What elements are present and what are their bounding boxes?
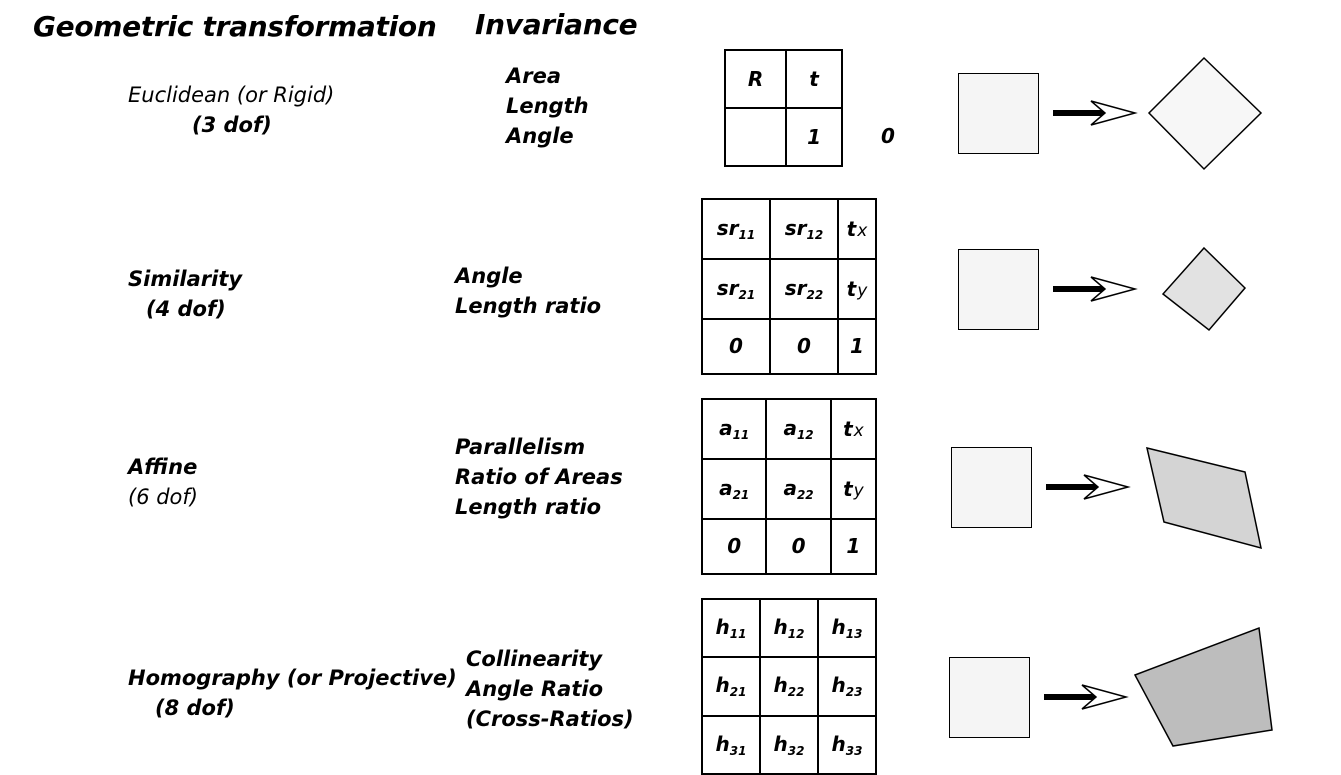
matrix-cell-rotation: R xyxy=(723,49,788,109)
matrix-cell-a12: a12 xyxy=(765,398,832,460)
invariant-cross-ratios: (Cross-Ratios) xyxy=(466,707,634,731)
matrix-cell-a22: a22 xyxy=(765,457,832,520)
result-shape-euclidean xyxy=(1147,56,1263,171)
rotated-square xyxy=(1147,56,1263,171)
source-square-similarity xyxy=(958,249,1039,330)
result-shape-similarity xyxy=(1161,246,1247,332)
source-square-affine xyxy=(951,447,1032,528)
row-similarity-name-block: Similarity (4 dof) xyxy=(128,264,242,324)
matrix-similarity: sr11 sr12 tx sr21 sr22 ty 0 0 1 xyxy=(701,198,878,375)
projective-quadrilateral xyxy=(1133,626,1273,747)
invariant-area: Area xyxy=(506,64,562,88)
matrix-cell-h23: h23 xyxy=(817,656,877,717)
row-homography-invariants: Collinearity Angle Ratio (Cross-Ratios) xyxy=(466,644,634,734)
matrix-cell-h21: h21 xyxy=(701,656,761,717)
invariant-angle-ratio: Angle Ratio xyxy=(466,677,603,701)
row-affine-dof: (6 dof) xyxy=(128,485,198,509)
arrow-right-icon xyxy=(1053,276,1138,302)
matrix-cell-translation: t xyxy=(785,49,843,109)
matrix-cell-ty: ty xyxy=(836,257,878,320)
source-square-homography xyxy=(949,657,1030,738)
matrix-cell-one: 1 xyxy=(785,107,843,167)
arrow-right-icon xyxy=(1053,100,1138,126)
matrix-affine: a11 a12 tx a21 a22 ty 0 0 1 xyxy=(700,398,878,575)
invariant-parallelism: Parallelism xyxy=(455,435,586,459)
matrix-cell-sr12: sr12 xyxy=(768,198,839,260)
row-homography-name-block: Homography (or Projective) (8 dof) xyxy=(128,663,457,723)
matrix-cell-1: 1 xyxy=(836,317,878,375)
matrix-cell-tx: tx xyxy=(836,198,878,260)
matrix-cell-ty: ty xyxy=(829,457,878,520)
matrix-euclidean: R t 1 xyxy=(723,49,843,167)
result-shape-affine xyxy=(1145,446,1262,550)
row-affine-name-block: Affine (6 dof) xyxy=(128,452,198,512)
row-homography-name: Homography (or Projective) xyxy=(128,666,457,690)
invariant-length: Length xyxy=(506,94,589,118)
row-euclidean-name-block: Euclidean (or Rigid) (3 dof) xyxy=(128,80,334,140)
matrix-cell-empty xyxy=(723,107,788,167)
row-similarity-dof: (4 dof) xyxy=(146,297,226,321)
header-geometric-transformation: Geometric transformation xyxy=(33,10,437,43)
matrix-cell-a11: a11 xyxy=(700,398,768,460)
row-homography-dof: (8 dof) xyxy=(155,696,235,720)
arrow-right-icon xyxy=(1044,684,1129,710)
invariant-angle: Angle xyxy=(506,124,574,148)
matrix-cell-0: 0 xyxy=(700,517,768,575)
row-similarity-name: Similarity xyxy=(128,267,243,291)
matrix-cell-1: 1 xyxy=(829,517,878,575)
parallelogram xyxy=(1145,446,1262,550)
matrix-cell-sr21: sr21 xyxy=(701,257,771,320)
matrix-cell-sr22: sr22 xyxy=(768,257,839,320)
matrix-cell-h22: h22 xyxy=(759,656,819,717)
invariant-length-ratio: Length ratio xyxy=(455,495,602,519)
row-euclidean-name: Euclidean (or Rigid) xyxy=(128,83,335,107)
row-euclidean-invariants: Area Length Angle xyxy=(506,61,589,151)
row-affine-name: Affine xyxy=(128,455,198,479)
scaled-rotated-square xyxy=(1161,246,1247,332)
invariant-ratio-of-areas: Ratio of Areas xyxy=(455,465,623,489)
invariant-length-ratio: Length ratio xyxy=(455,294,602,318)
matrix-cell-h12: h12 xyxy=(759,597,819,659)
matrix-cell-0: 0 xyxy=(765,517,832,575)
matrix-cell-tx: tx xyxy=(829,398,878,460)
matrix-cell-0: 0 xyxy=(768,317,839,375)
euclidean-zero-label: 0 xyxy=(881,124,895,148)
matrix-cell-h13: h13 xyxy=(817,597,877,659)
matrix-cell-sr11: sr11 xyxy=(701,198,771,260)
matrix-cell-h11: h11 xyxy=(701,597,761,659)
arrow-right-icon xyxy=(1046,474,1131,500)
header-invariance: Invariance xyxy=(475,8,638,41)
row-euclidean-dof: (3 dof) xyxy=(192,113,272,137)
matrix-cell-0: 0 xyxy=(701,317,771,375)
matrix-cell-h32: h32 xyxy=(759,714,819,775)
invariant-angle: Angle xyxy=(455,264,523,288)
source-square-euclidean xyxy=(958,73,1039,154)
result-shape-homography xyxy=(1133,626,1273,747)
matrix-cell-a21: a21 xyxy=(700,457,768,520)
row-similarity-invariants: Angle Length ratio xyxy=(455,261,601,321)
matrix-cell-h33: h33 xyxy=(817,714,877,775)
matrix-homography: h11 h12 h13 h21 h22 h23 h31 h32 h33 xyxy=(701,597,877,775)
invariant-collinearity: Collinearity xyxy=(466,647,603,671)
matrix-cell-h31: h31 xyxy=(701,714,761,775)
row-affine-invariants: Parallelism Ratio of Areas Length ratio xyxy=(455,432,623,522)
